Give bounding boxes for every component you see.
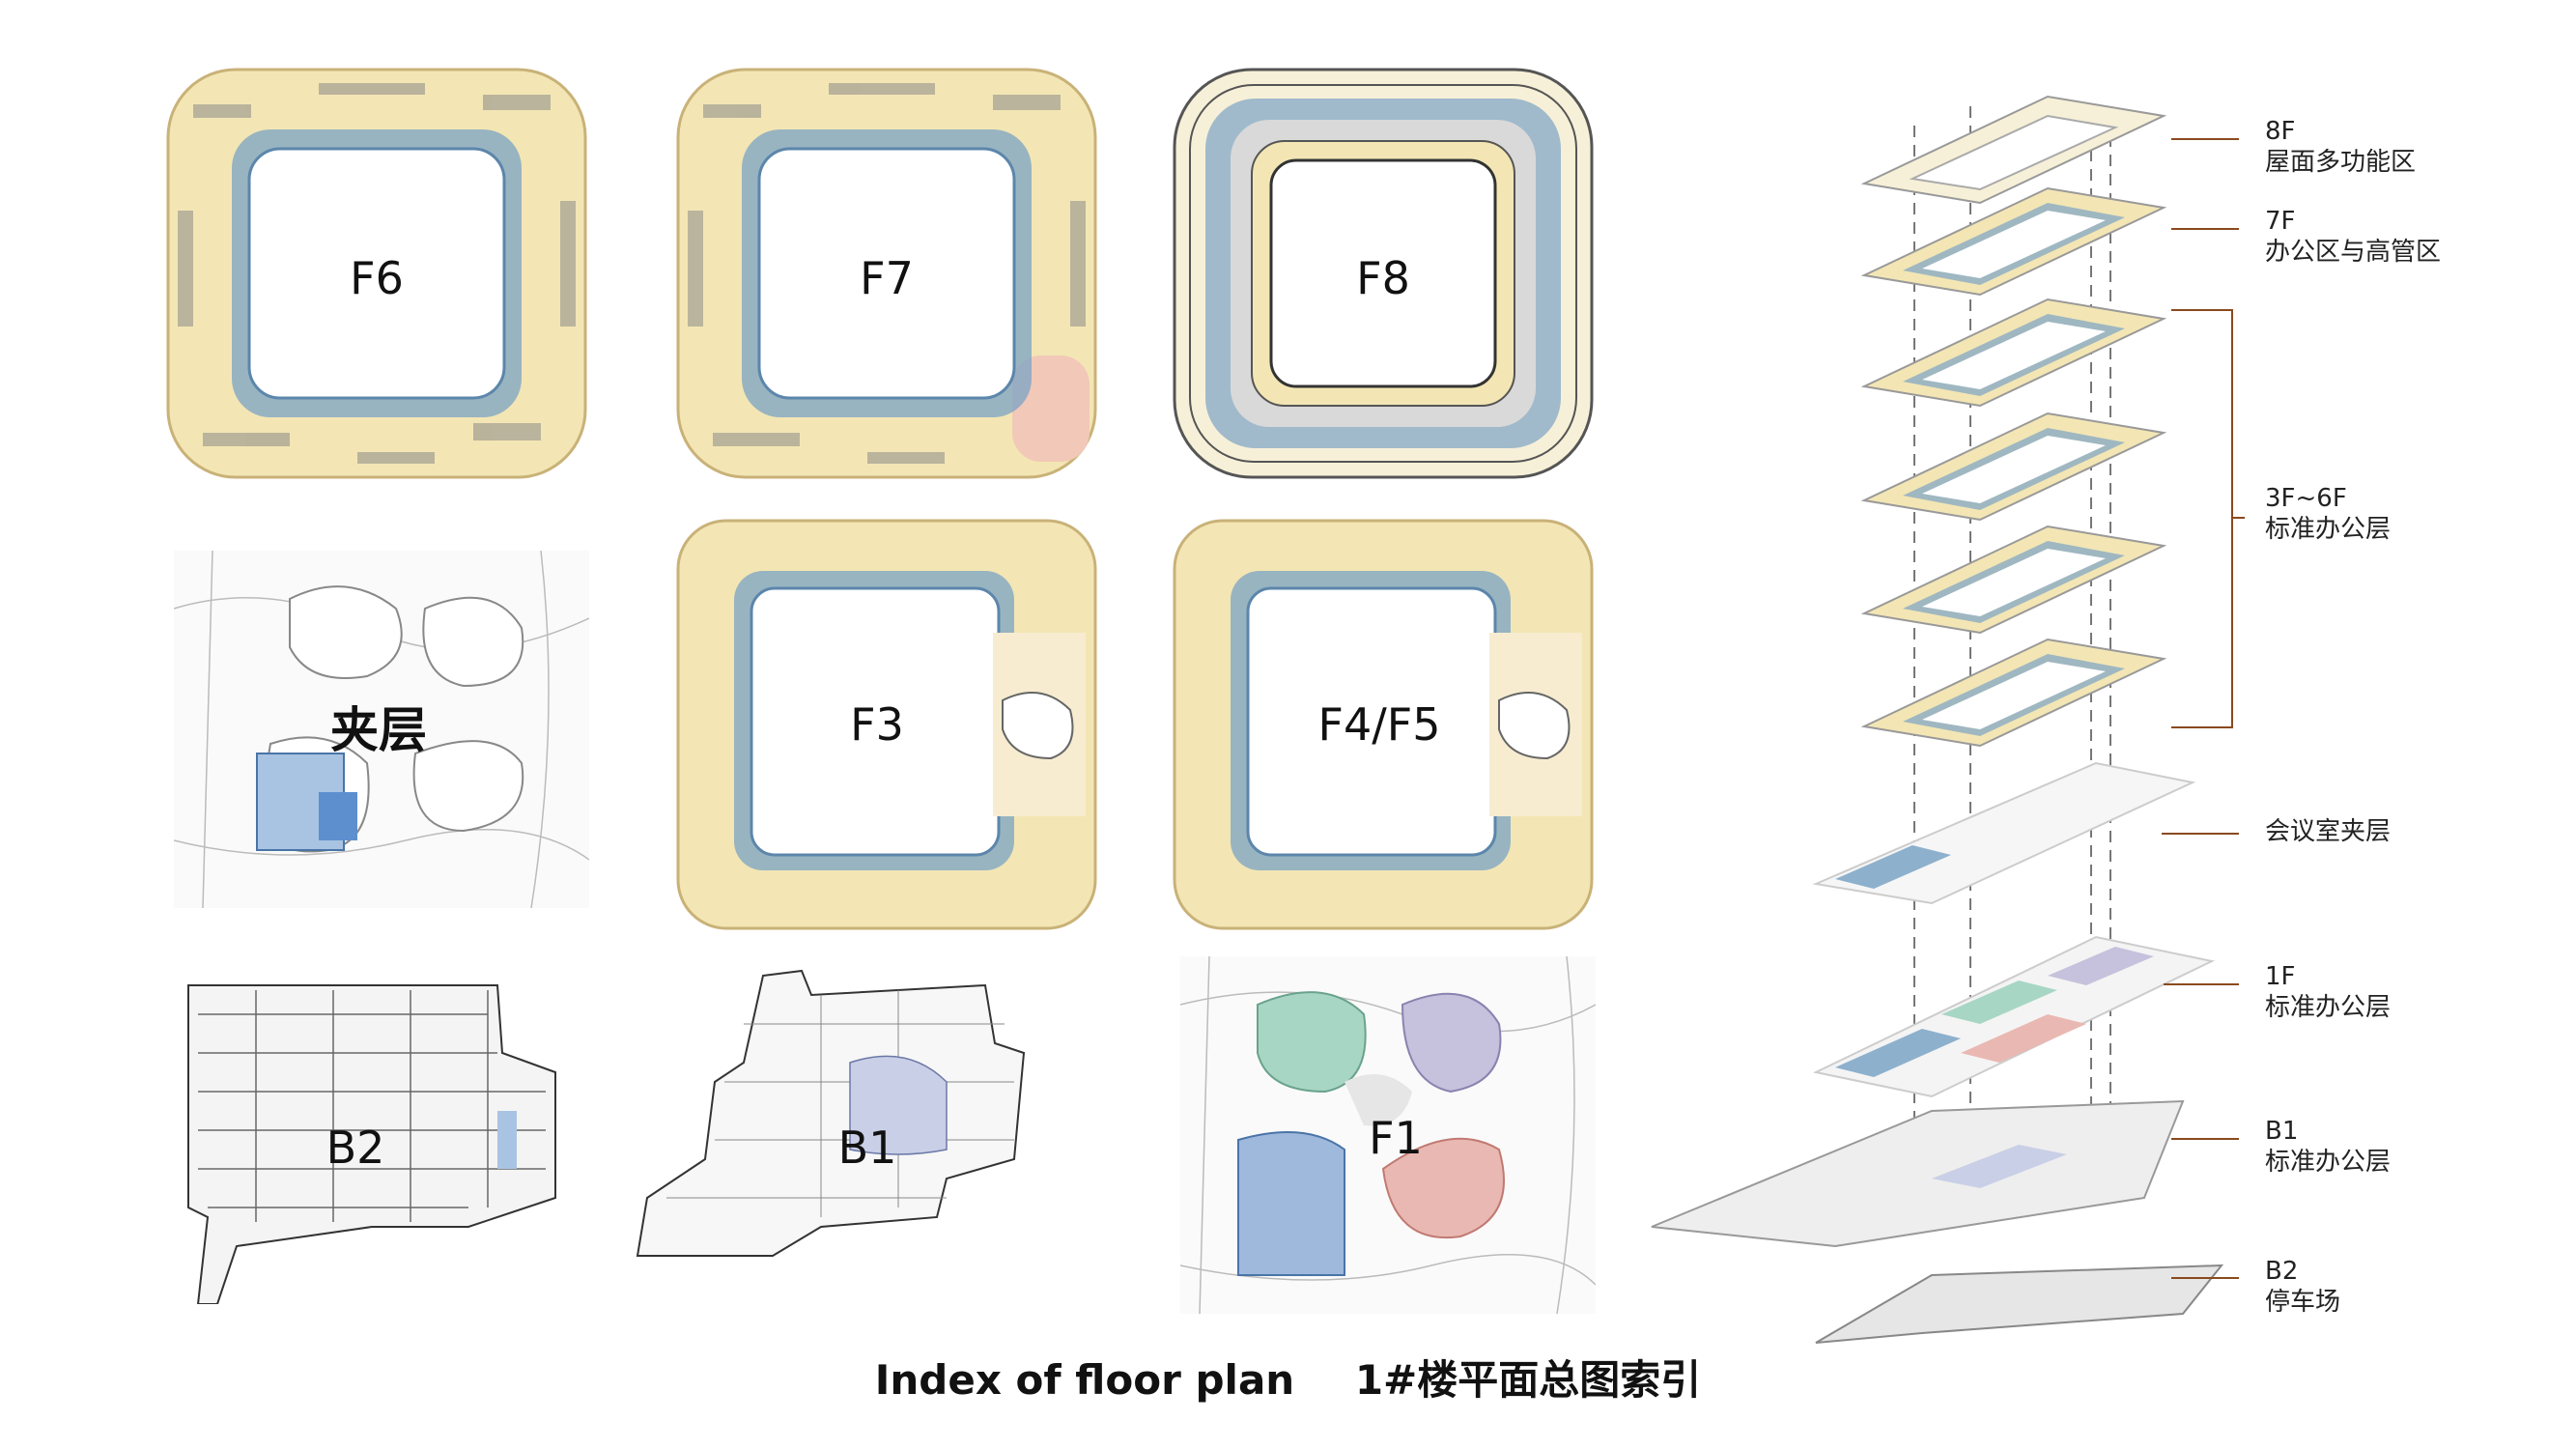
legend-b2: B2 停车场 (2265, 1256, 2340, 1318)
plan-label-f6: F6 (350, 252, 404, 304)
legend-b2-level: B2 (2265, 1257, 2299, 1286)
legend-8f-level: 8F (2265, 117, 2296, 146)
legend-7f-desc: 办公区与高管区 (2265, 238, 2442, 267)
plan-f1 (1180, 956, 1596, 1314)
plan-b1 (628, 966, 1033, 1275)
leader-mezzanine (2162, 833, 2239, 835)
plan-label-f4-f5: F4/F5 (1317, 698, 1441, 751)
caption-chinese: 1#楼平面总图索引 (1354, 1356, 1702, 1404)
plan-f3 (674, 517, 1099, 932)
legend-1f-desc: 标准办公层 (2265, 993, 2392, 1022)
bracket-3f-6f (2171, 309, 2233, 728)
legend-7f-level: 7F (2265, 207, 2296, 236)
legend-b1-level: B1 (2265, 1117, 2299, 1146)
plan-label-b2: B2 (326, 1122, 385, 1174)
legend-mezzanine-desc: 会议室夹层 (2265, 817, 2392, 846)
plan-mezzanine (174, 551, 589, 908)
legend-b1: B1 标准办公层 (2265, 1116, 2391, 1178)
legend-8f-desc: 屋面多功能区 (2265, 148, 2417, 177)
legend-b2-desc: 停车场 (2265, 1288, 2341, 1317)
legend-b1-desc: 标准办公层 (2265, 1148, 2392, 1177)
plan-label-f1: F1 (1369, 1112, 1423, 1164)
leader-7f (2171, 228, 2239, 230)
leader-1f (2164, 983, 2239, 985)
legend-3f-6f-level: 3F~6F (2265, 484, 2347, 513)
legend-1f: 1F 标准办公层 (2265, 961, 2391, 1023)
plan-label-mezzanine: 夹层 (330, 702, 427, 758)
caption-english: Index of floor plan (874, 1356, 1295, 1404)
plan-label-f7: F7 (860, 252, 914, 304)
plan-f8 (1171, 66, 1596, 481)
legend-3f-6f: 3F~6F 标准办公层 (2265, 483, 2391, 545)
plan-label-b1: B1 (837, 1122, 897, 1174)
plan-b2 (179, 976, 565, 1304)
leader-8f (2171, 138, 2239, 140)
legend-8f: 8F 屋面多功能区 (2265, 116, 2416, 178)
figure-caption: Index of floor plan 1#楼平面总图索引 (0, 1348, 2576, 1406)
leader-b2 (2171, 1277, 2239, 1279)
axonometric-stack (1642, 87, 2569, 1352)
legend-3f-6f-desc: 标准办公层 (2265, 515, 2392, 544)
plan-f4-f5 (1171, 517, 1596, 932)
leader-b1 (2171, 1138, 2239, 1140)
legend-mezzanine: 会议室夹层 (2265, 816, 2391, 847)
plan-f6 (164, 66, 589, 481)
plan-label-f3: F3 (850, 698, 904, 751)
plan-f7 (674, 66, 1099, 481)
legend-7f: 7F 办公区与高管区 (2265, 206, 2441, 268)
plan-label-f8: F8 (1356, 252, 1410, 304)
bracket-3f-6f-tick (2231, 517, 2245, 519)
legend-1f-level: 1F (2265, 962, 2296, 991)
